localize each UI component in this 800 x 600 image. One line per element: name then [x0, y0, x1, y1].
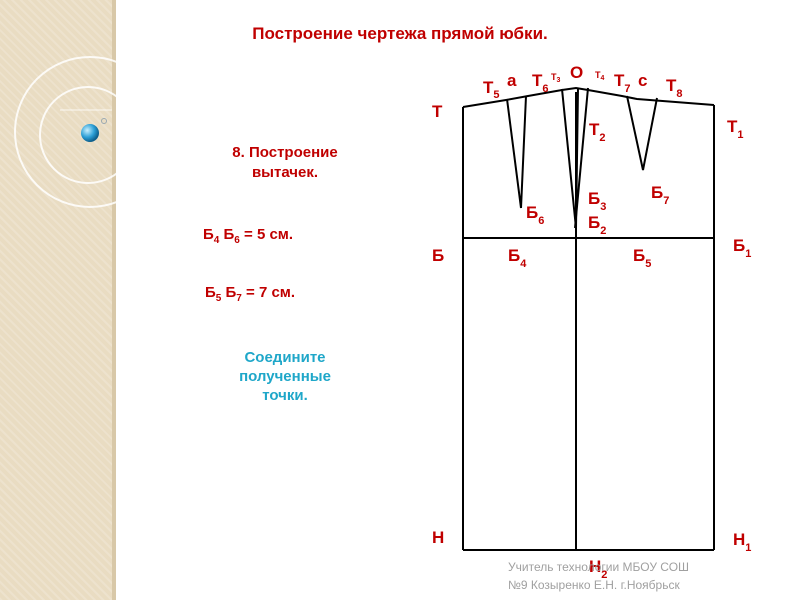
label-T6-base: Т: [532, 71, 543, 90]
instruction-hint: Соедините полученные точки.: [200, 348, 370, 405]
label-T2: Т2: [589, 120, 606, 144]
formula-2-rest: = 7 см.: [241, 284, 296, 301]
label-B2: Б2: [588, 213, 606, 237]
hint-line-3: точки.: [262, 387, 308, 404]
label-T3-sub: 3: [557, 77, 561, 84]
formula-1-a-sub: 4: [213, 235, 220, 246]
formula-2-a: Б: [205, 284, 216, 301]
label-T1-sub: 1: [737, 129, 743, 141]
label-B4: Б4: [508, 246, 527, 270]
label-T5-sub: 5: [493, 89, 499, 101]
label-T1-base: Т: [727, 117, 738, 136]
formula-2-b-sub: 7: [236, 293, 242, 304]
label-B6: Б6: [526, 203, 544, 227]
label-H1: Н1: [733, 530, 751, 554]
label-T4-base: Т: [595, 70, 601, 80]
label-H1-base: Н: [733, 530, 745, 549]
label-c: с: [638, 71, 647, 90]
label-B4-base: Б: [508, 246, 520, 265]
label-B5-base: Б: [633, 246, 645, 265]
deco-ring-large: [14, 56, 166, 208]
formula-1-a: Б: [203, 226, 214, 243]
label-B-base: Б: [432, 246, 444, 265]
label-B: Б: [432, 246, 444, 265]
label-T8-base: Т: [666, 76, 677, 95]
label-a: а: [507, 71, 517, 90]
label-H1-sub: 1: [745, 542, 751, 554]
label-B7: Б7: [651, 183, 669, 207]
label-B7-sub: 7: [663, 195, 669, 207]
label-B1-base: Б: [733, 236, 745, 255]
label-H2-sub: 2: [601, 569, 607, 581]
label-B4-sub: 4: [520, 258, 527, 270]
credit-line-2: №9 Козыренко Е.Н. г.Ноябрьск: [508, 578, 680, 592]
label-B6-sub: 6: [538, 215, 544, 227]
deco-blue-ball: [81, 124, 99, 142]
label-T4-sub: 4: [601, 75, 605, 82]
formula-b5-b7: Б5 Б7 = 7 см.: [205, 284, 295, 304]
label-T4: Т4: [595, 70, 605, 82]
label-T: Т: [432, 102, 443, 121]
label-B3-base: Б: [588, 189, 600, 208]
author-credit: Учитель технологии МБОУ СОШ №9 Козыренко…: [508, 558, 689, 594]
label-B7-base: Б: [651, 183, 663, 202]
label-H2: Н2: [589, 557, 607, 581]
label-T1: Т1: [727, 117, 744, 141]
formula-1-b: Б: [223, 226, 235, 243]
step-line-1: 8. Построение: [232, 144, 338, 161]
label-B3: Б3: [588, 189, 606, 213]
formula-2-b: Б: [225, 284, 237, 301]
label-B1-sub: 1: [745, 248, 751, 260]
label-T7-base: Т: [614, 71, 625, 90]
label-T6: Т6: [532, 71, 549, 95]
line-waist: [462, 86, 715, 108]
decorative-circles: [14, 56, 166, 208]
formula-b4-b6: Б4 Б6 = 5 см.: [203, 226, 293, 246]
dart-front: [506, 95, 527, 209]
hint-line-2: полученные: [239, 368, 331, 385]
label-B5: Б5: [633, 246, 651, 270]
label-T5-base: Т: [483, 78, 494, 97]
label-T6-sub: 6: [542, 83, 548, 95]
slide-title: Построение чертежа прямой юбки.: [252, 24, 548, 43]
label-T2-base: Т: [589, 120, 600, 139]
label-T7: Т7: [614, 71, 631, 95]
step-line-2: вытачек.: [251, 164, 319, 181]
label-B5-sub: 5: [645, 258, 651, 270]
dart-back: [626, 95, 658, 171]
hint-line-1: Соедините: [244, 349, 326, 366]
label-T8-sub: 8: [676, 88, 682, 100]
formula-2-a-sub: 5: [215, 293, 222, 304]
label-O: О: [570, 63, 583, 82]
label-H2-base: Н: [589, 557, 601, 576]
label-T5: Т5: [483, 78, 500, 101]
dart-centre-right: [574, 87, 589, 229]
label-T3-base: Т: [551, 72, 557, 82]
label-H-base: Н: [432, 528, 444, 547]
label-B3-sub: 3: [600, 201, 606, 213]
deco-ring-small: [39, 86, 137, 184]
formula-1-b-sub: 6: [234, 235, 240, 246]
formula-1-rest: = 5 см.: [239, 226, 294, 243]
label-T7-sub: 7: [624, 83, 630, 95]
pattern-lines: [462, 86, 715, 551]
label-T8: Т8: [666, 76, 683, 100]
label-B2-base: Б: [588, 213, 600, 232]
step-heading: 8. Построение вытачек.: [200, 143, 370, 183]
deco-small-dot: [101, 118, 107, 124]
label-B1: Б1: [733, 236, 751, 260]
label-B6-base: Б: [526, 203, 538, 222]
label-T3: Т3: [551, 72, 561, 84]
label-T2-sub: 2: [599, 132, 605, 144]
credit-line-1: Учитель технологии МБОУ СОШ: [508, 560, 690, 574]
label-T-base: Т: [432, 102, 443, 121]
label-B2-sub: 2: [600, 225, 606, 237]
label-H: Н: [432, 528, 444, 547]
sidebar-edge: [112, 0, 116, 600]
